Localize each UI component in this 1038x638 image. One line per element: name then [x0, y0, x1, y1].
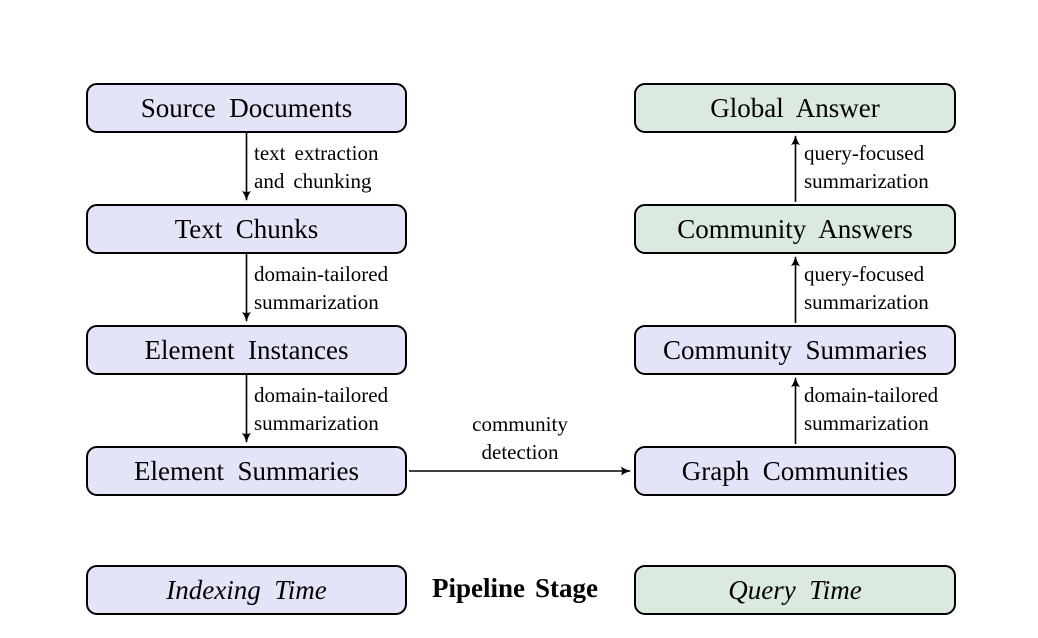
legend-pipeline-stage: Pipeline Stage: [432, 573, 598, 603]
node-global-answer: Global Answer: [634, 83, 956, 133]
node-graph-communities: Graph Communities: [634, 446, 956, 496]
node-element-summaries: Element Summaries: [86, 446, 407, 496]
edge-label-text-extraction: text extraction and chunking: [254, 141, 379, 193]
legend-indexing-time: Indexing Time: [86, 565, 407, 615]
node-source-documents: Source Documents: [86, 83, 407, 133]
node-community-summaries: Community Summaries: [634, 325, 956, 375]
edge-label-domain-tailored-1: domain-tailored summarization: [254, 262, 389, 314]
edge-label-community-detection: community detection: [472, 412, 568, 464]
edge-label-query-focused-2: query-focused summarization: [804, 141, 929, 193]
node-element-instances: Element Instances: [86, 325, 407, 375]
edge-label-domain-tailored-3: domain-tailored summarization: [804, 383, 939, 435]
edge-label-query-focused-1: query-focused summarization: [804, 262, 929, 314]
node-text-chunks: Text Chunks: [86, 204, 407, 254]
legend-query-time: Query Time: [634, 565, 956, 615]
edge-label-domain-tailored-2: domain-tailored summarization: [254, 383, 389, 435]
node-community-answers: Community Answers: [634, 204, 956, 254]
